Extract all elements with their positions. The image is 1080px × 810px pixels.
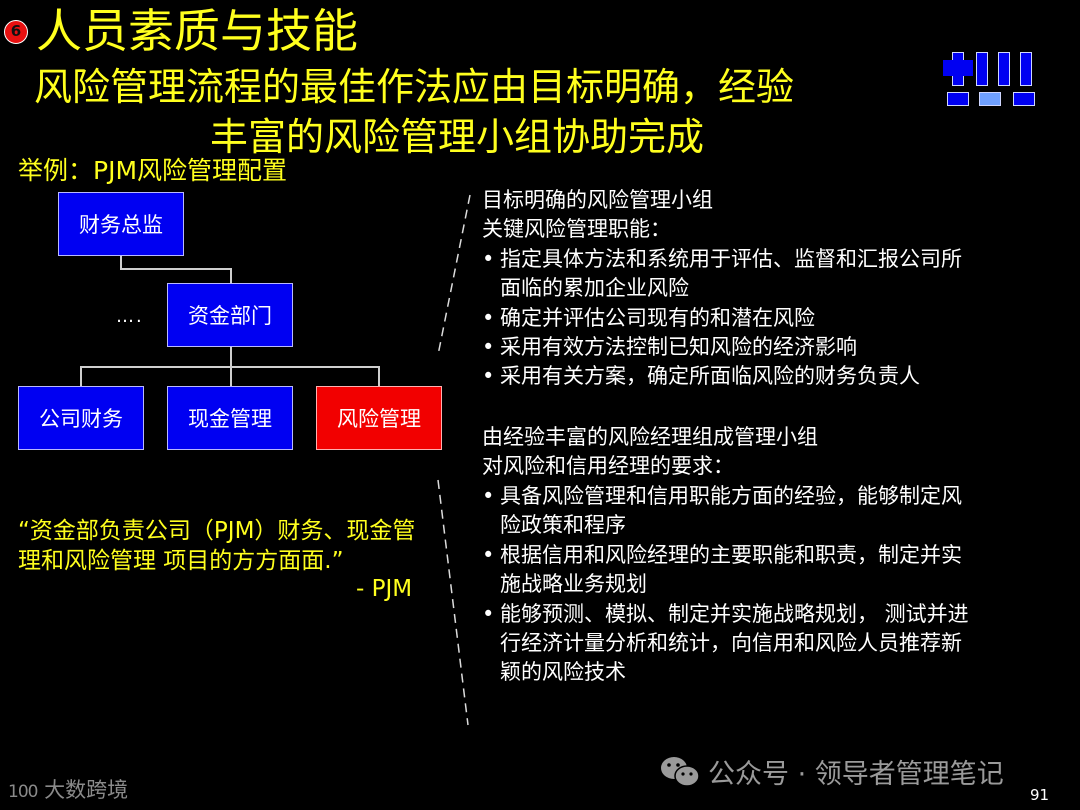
headline-line-2: 丰富的风险管理小组协助完成 bbox=[210, 115, 705, 159]
page-number: 91 bbox=[1030, 786, 1050, 804]
wechat-label: 公众号 · 领导者管理笔记 bbox=[708, 759, 1004, 790]
connector-line bbox=[378, 366, 380, 386]
logo-mark-icon: 100 bbox=[8, 782, 38, 802]
org-node-cash-management: 现金管理 bbox=[167, 386, 293, 450]
bullet-icon: • bbox=[482, 602, 495, 626]
org-node-corporate-finance: 公司财务 bbox=[18, 386, 144, 450]
org-node-risk-management: 风险管理 bbox=[316, 386, 442, 450]
connector-line bbox=[120, 256, 122, 269]
bullet-icon: • bbox=[482, 543, 495, 567]
bullet-icon: • bbox=[482, 335, 495, 359]
connector-line bbox=[80, 366, 82, 386]
org-node-cfo: 财务总监 bbox=[58, 192, 184, 256]
example-label: 举例：PJM风险管理配置 bbox=[18, 156, 288, 185]
org-node-treasury: 资金部门 bbox=[167, 283, 293, 347]
dashed-divider bbox=[437, 194, 471, 726]
connector-line bbox=[120, 268, 231, 270]
headline-line-1: 风险管理流程的最佳作法应由目标明确，经验 bbox=[34, 65, 795, 109]
section-number-badge: 6 bbox=[4, 20, 28, 44]
section2-subheading: 对风险和信用经理的要求： bbox=[482, 454, 734, 478]
section1-subheading: 关键风险管理职能： bbox=[482, 217, 671, 241]
section2-heading: 由经验丰富的风险经理组成管理小组 bbox=[482, 425, 818, 449]
bullet-icon: • bbox=[482, 247, 495, 271]
logo-text: 大数跨境 bbox=[44, 778, 129, 802]
wechat-watermark: 公众号 · 领导者管理笔记 bbox=[660, 752, 1004, 791]
ellipsis: …. bbox=[116, 306, 144, 327]
section1-heading: 目标明确的风险管理小组 bbox=[482, 188, 713, 212]
connector-line bbox=[230, 268, 232, 283]
section-title: 人员素质与技能 bbox=[36, 4, 358, 58]
connector-line bbox=[80, 366, 379, 368]
bullet-icon: • bbox=[482, 484, 495, 508]
quote-source: - PJM bbox=[356, 576, 413, 602]
watermark-logo: 100 大数跨境 bbox=[8, 774, 128, 804]
quote-text: “资金部负责公司（PJM）财务、现金管理和风险管理 项目的方方面面.” bbox=[18, 518, 416, 574]
wechat-icon bbox=[661, 756, 700, 787]
bars-exclamation-icon bbox=[942, 50, 1042, 110]
bullet-icon: • bbox=[482, 364, 495, 388]
bullet-icon: • bbox=[482, 306, 495, 330]
